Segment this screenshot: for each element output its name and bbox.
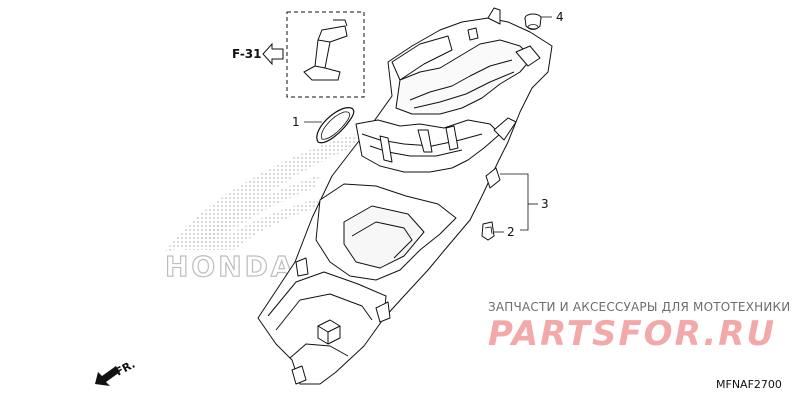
clip-part [481,221,495,241]
callout-2: 2 [507,225,515,239]
rear-fender-part [257,7,553,385]
callout-4: 4 [556,10,564,24]
gasket-part [316,107,355,144]
honda-wing-logo [165,133,360,252]
grommet-part [524,13,542,30]
watermark-tagline: ЗАПЧАСТИ И АКСЕССУАРЫ ДЛЯ МОТОТЕХНИКИ [488,300,791,314]
diagram-code: MFNAF2700 [716,378,782,391]
honda-brand-text: HONDA [165,250,296,283]
inset-detail-box [286,11,365,98]
front-marker-label: FR. [113,358,137,379]
leader-bracket-3 [500,173,529,231]
reference-arrow-icon [262,42,284,66]
front-direction-arrow-icon [95,366,120,386]
callout-3: 3 [541,197,549,211]
callout-1: 1 [292,115,300,129]
reference-label: F-31 [232,47,262,61]
watermark-site: PARTSFOR.RU [488,314,777,354]
